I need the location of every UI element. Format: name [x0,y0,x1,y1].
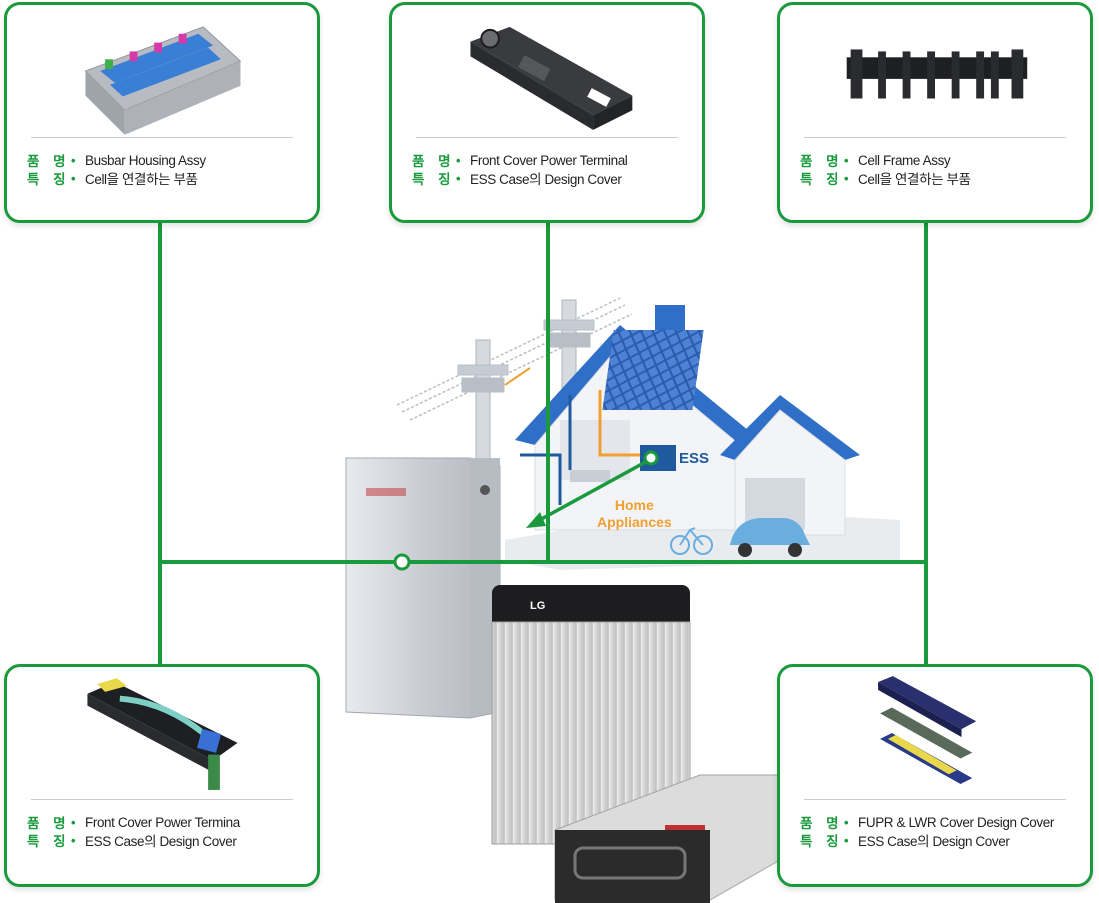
bullet-icon: • [456,170,461,186]
product-card-front-cover-power-termina: 품 명 • Front Cover Power Termina 특 징 • ES… [4,664,320,887]
product-feature-row: 특 징 • ESS Case의 Design Cover [27,831,307,850]
product-feature-value: ESS Case의 Design Cover [470,172,622,187]
product-name-row: 품 명 • Cell Frame Assy [800,151,1080,170]
ess-label: ESS [679,450,710,467]
product-feature-row: 특 징 • ESS Case의 Design Cover [412,169,692,188]
product-feature-label: 특 징 [27,172,71,187]
product-feature-value: Cell을 연결하는 부품 [85,172,198,187]
product-name-label: 품 명 [800,154,844,169]
product-name-label: 품 명 [412,154,456,169]
product-name-row: 품 명 • Front Cover Power Terminal [412,151,692,170]
product-name-label: 품 명 [800,816,844,831]
connector-lines [158,222,928,665]
product-name-value: Busbar Housing Assy [85,152,206,168]
ess-cabinet-illustration [345,457,501,719]
rack-battery-illustration [554,774,781,903]
product-feature-value: Cell을 연결하는 부품 [858,172,971,187]
product-name-label: 품 명 [27,154,71,169]
product-name-row: 품 명 • Busbar Housing Assy [27,151,307,170]
card-info: 품 명 • Front Cover Power Termina 특 징 • ES… [27,813,307,850]
product-name-value: FUPR & LWR Cover Design Cover [858,814,1054,830]
house-illustration [515,305,860,557]
front-cover-power-termina-image [7,673,317,797]
product-feature-label: 특 징 [412,172,456,187]
product-name-row: 품 명 • FUPR & LWR Cover Design Cover [800,813,1080,832]
product-feature-row: 특 징 • Cell을 연결하는 부품 [27,169,307,188]
product-name-label: 품 명 [27,816,71,831]
product-feature-value: ESS Case의 Design Cover [858,834,1010,849]
product-feature-row: 특 징 • Cell을 연결하는 부품 [800,169,1080,188]
bullet-icon: • [844,170,849,186]
busbar-housing-image [7,11,317,135]
product-card-busbar-housing: 품 명 • Busbar Housing Assy 특 징 • Cell을 연결… [4,2,320,223]
product-feature-label: 특 징 [800,834,844,849]
product-card-fupr-lwr-cover: 품 명 • FUPR & LWR Cover Design Cover 특 징 … [777,664,1093,887]
card-info: 품 명 • Front Cover Power Terminal 특 징 • E… [412,151,692,188]
card-divider [804,799,1066,800]
card-divider [416,137,678,138]
product-feature-value: ESS Case의 Design Cover [85,834,237,849]
product-card-front-cover-power-terminal: 품 명 • Front Cover Power Terminal 특 징 • E… [389,2,705,223]
product-card-cell-frame: 품 명 • Cell Frame Assy 특 징 • Cell을 연결하는 부… [777,2,1093,223]
product-name-value: Cell Frame Assy [858,152,951,168]
bullet-icon: • [844,814,849,830]
bullet-icon: • [456,152,461,168]
front-cover-power-terminal-image [392,11,702,135]
card-info: 품 명 • Cell Frame Assy 특 징 • Cell을 연결하는 부… [800,151,1080,188]
card-divider [31,137,293,138]
product-name-value: Front Cover Power Termina [85,814,240,830]
card-info: 품 명 • Busbar Housing Assy 특 징 • Cell을 연결… [27,151,307,188]
bullet-icon: • [71,152,76,168]
home-appliances-line-2: Appliances [597,514,672,530]
home-appliances-line-1: Home [614,497,654,513]
bullet-icon: • [71,170,76,186]
cell-frame-image [780,11,1090,135]
bullet-icon: • [71,814,76,830]
fupr-lwr-cover-image [780,673,1090,797]
product-feature-label: 특 징 [27,834,71,849]
card-info: 품 명 • FUPR & LWR Cover Design Cover 특 징 … [800,813,1080,850]
bullet-icon: • [844,832,849,848]
card-divider [31,799,293,800]
card-divider [804,137,1066,138]
bullet-icon: • [71,832,76,848]
bullet-icon: • [844,152,849,168]
battery-brand: LG [530,600,545,612]
product-feature-row: 특 징 • ESS Case의 Design Cover [800,831,1080,850]
product-feature-label: 특 징 [800,172,844,187]
connector-node-center [393,553,411,571]
ess-arrow [526,450,659,528]
home-appliances-label: Home Appliances [597,497,672,531]
product-name-value: Front Cover Power Terminal [470,152,628,168]
product-name-row: 품 명 • Front Cover Power Termina [27,813,307,832]
